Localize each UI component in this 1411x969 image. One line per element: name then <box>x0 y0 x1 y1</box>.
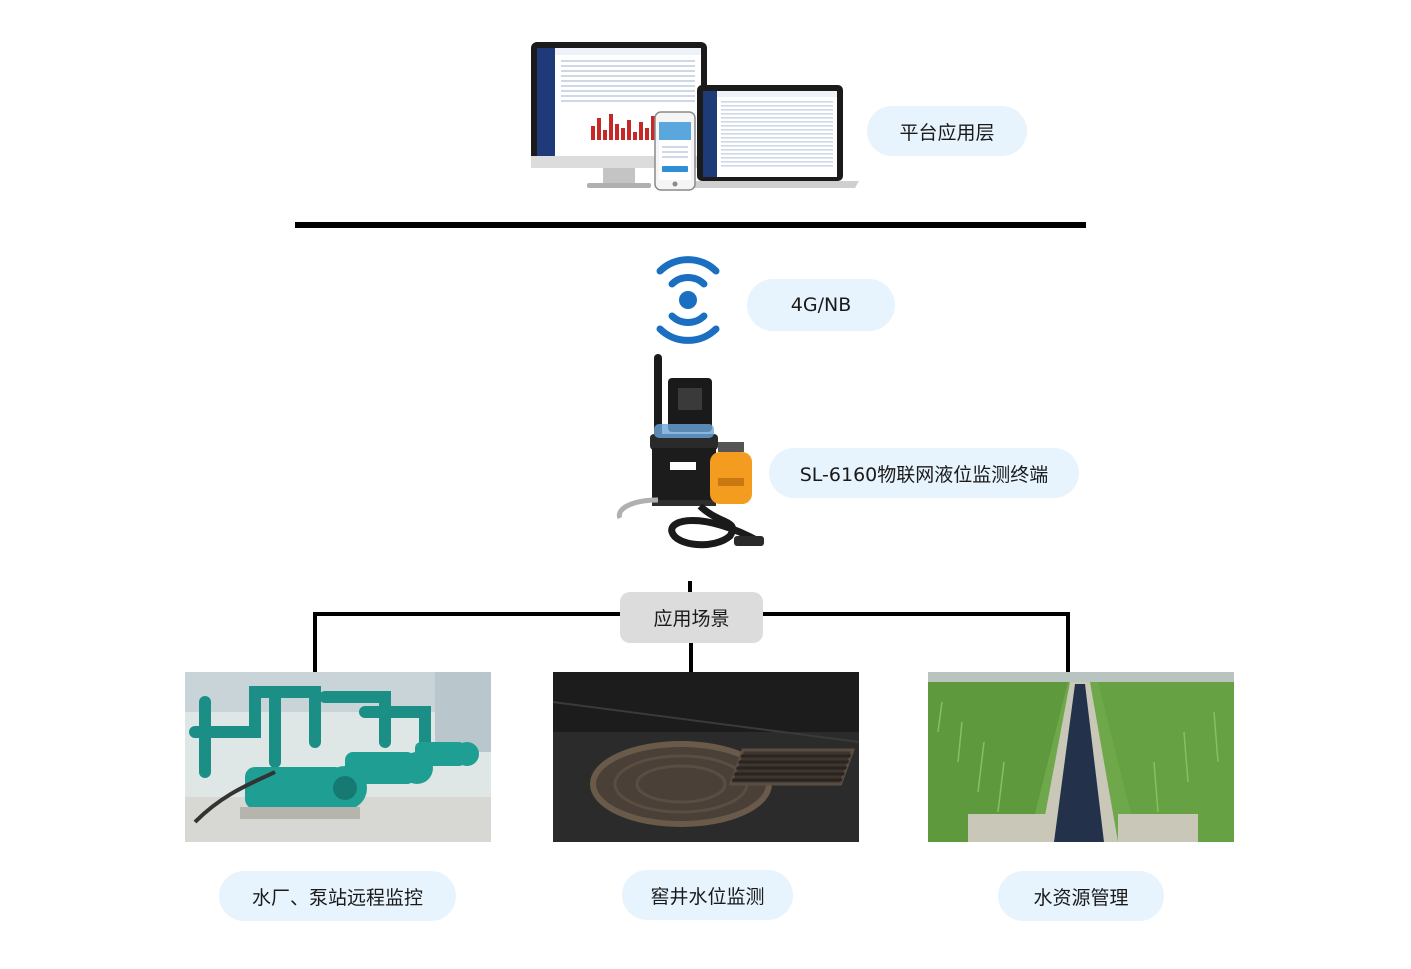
platform-layer-text: 平台应用层 <box>899 121 995 144</box>
scenario-label-pump-station: 水厂、泵站远程监控 <box>219 871 456 921</box>
laptop-icon <box>689 85 859 188</box>
connector-center-drop <box>689 640 693 672</box>
connector-left-drop <box>313 612 317 672</box>
phone-icon <box>654 111 696 191</box>
wireless-signal-icon <box>656 256 720 344</box>
network-text: 4G/NB <box>790 294 852 316</box>
platform-devices-illustration <box>531 42 859 191</box>
irrigation-canal-photo <box>928 672 1234 842</box>
connector-right-drop <box>1066 612 1070 672</box>
scenario-text-pump-station: 水厂、泵站远程监控 <box>251 886 423 909</box>
platform-divider-line <box>295 222 1086 228</box>
level-sensor-device <box>616 354 764 549</box>
manhole-photo <box>553 672 859 842</box>
device-label: SL-6160物联网液位监测终端 <box>769 448 1079 498</box>
scenario-label-water-resource: 水资源管理 <box>998 871 1164 921</box>
scenario-text-manhole: 窖井水位监测 <box>650 885 765 908</box>
scenarios-hub-text: 应用场景 <box>653 608 730 630</box>
connector-top-stub <box>688 581 692 593</box>
scenarios-hub: 应用场景 <box>620 592 763 643</box>
scenario-label-manhole: 窖井水位监测 <box>622 870 793 920</box>
device-text: SL-6160物联网液位监测终端 <box>799 463 1049 486</box>
scenario-text-water-resource: 水资源管理 <box>1033 886 1129 909</box>
platform-layer-label: 平台应用层 <box>867 106 1027 156</box>
network-label: 4G/NB <box>747 279 895 331</box>
pump-station-photo <box>185 672 491 842</box>
